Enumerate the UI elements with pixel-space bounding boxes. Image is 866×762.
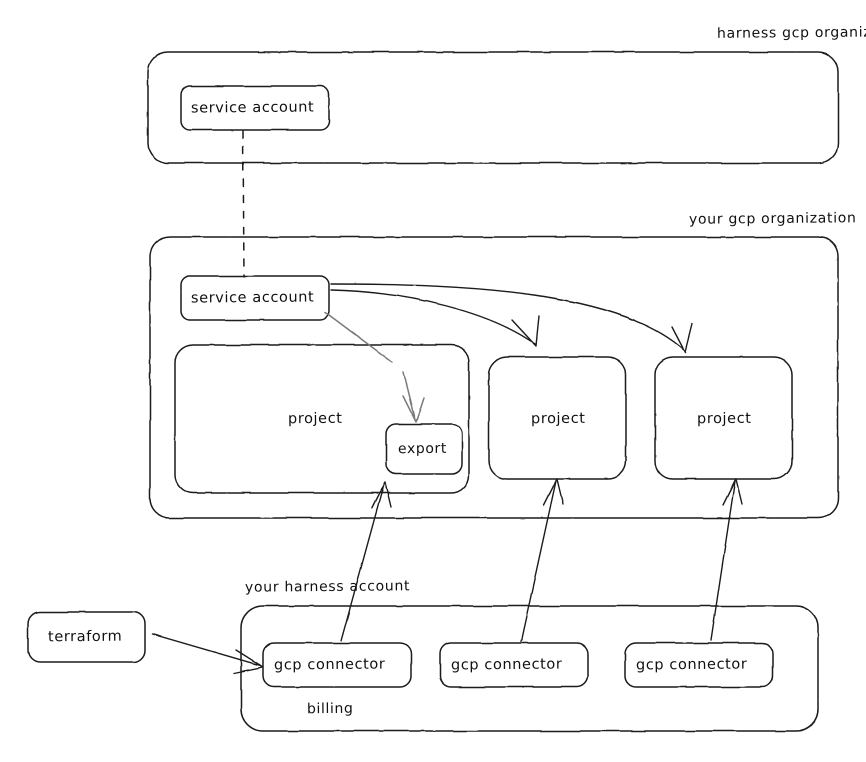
- label-billing: billing: [306, 700, 354, 718]
- node-gcp-connector-1[interactable]: [262, 642, 412, 688]
- container-your-harness-account: [240, 605, 819, 732]
- connection-harness-sa-to-your-sa: [242, 130, 245, 278]
- node-gcp-connector-3[interactable]: [624, 642, 774, 688]
- hit-project-2[interactable]: [489, 357, 626, 479]
- connection-your-sa-to-project-3: [330, 283, 685, 351]
- label-harness-gcp-organization: harness gcp organization: [716, 24, 866, 42]
- arrowhead-into-export: [402, 395, 425, 423]
- hit-gcp-connector-2[interactable]: [440, 643, 588, 687]
- connection-your-sa-to-project-billing: [324, 311, 393, 363]
- connection-connector-2-to-project-2: [520, 480, 557, 642]
- connection-connector-3-to-project-3: [710, 480, 736, 641]
- hit-harness-service-account[interactable]: [181, 86, 329, 130]
- connection-connector-1-to-export: [340, 483, 385, 642]
- connection-terraform-to-connector-1: [151, 633, 263, 667]
- node-project-3[interactable]: [654, 356, 793, 480]
- arrowhead-project-2: [511, 315, 540, 347]
- connection-your-sa-to-project-2: [330, 289, 536, 345]
- container-harness-gcp-organization: [147, 51, 839, 164]
- container-your-gcp-organization: [149, 236, 839, 519]
- arrowhead-project-3: [671, 323, 693, 353]
- node-project-billing[interactable]: [174, 344, 470, 494]
- label-your-harness-account: your harness account: [244, 578, 411, 596]
- arrowhead-project-2-bottom: [543, 478, 564, 506]
- label-project-billing: project: [287, 410, 343, 428]
- node-harness-service-account[interactable]: [180, 85, 330, 131]
- hit-gcp-connector-3[interactable]: [625, 643, 773, 687]
- node-export[interactable]: [385, 423, 463, 475]
- arrowhead-export-bottom: [371, 481, 392, 509]
- node-gcp-connector-2[interactable]: [439, 642, 589, 688]
- node-terraform[interactable]: [27, 611, 146, 663]
- connection-into-export: [402, 371, 416, 421]
- hit-terraform[interactable]: [28, 612, 145, 662]
- arrowhead-project-3-bottom: [722, 478, 743, 506]
- label-your-gcp-organization: your gcp organization: [688, 210, 857, 228]
- hit-gcp-connector-1[interactable]: [263, 643, 411, 687]
- arrowhead-connector-1: [233, 649, 264, 674]
- node-your-service-account[interactable]: [180, 275, 330, 321]
- hit-your-service-account[interactable]: [181, 276, 329, 320]
- hit-project-3[interactable]: [655, 357, 792, 479]
- hit-export[interactable]: [386, 424, 462, 474]
